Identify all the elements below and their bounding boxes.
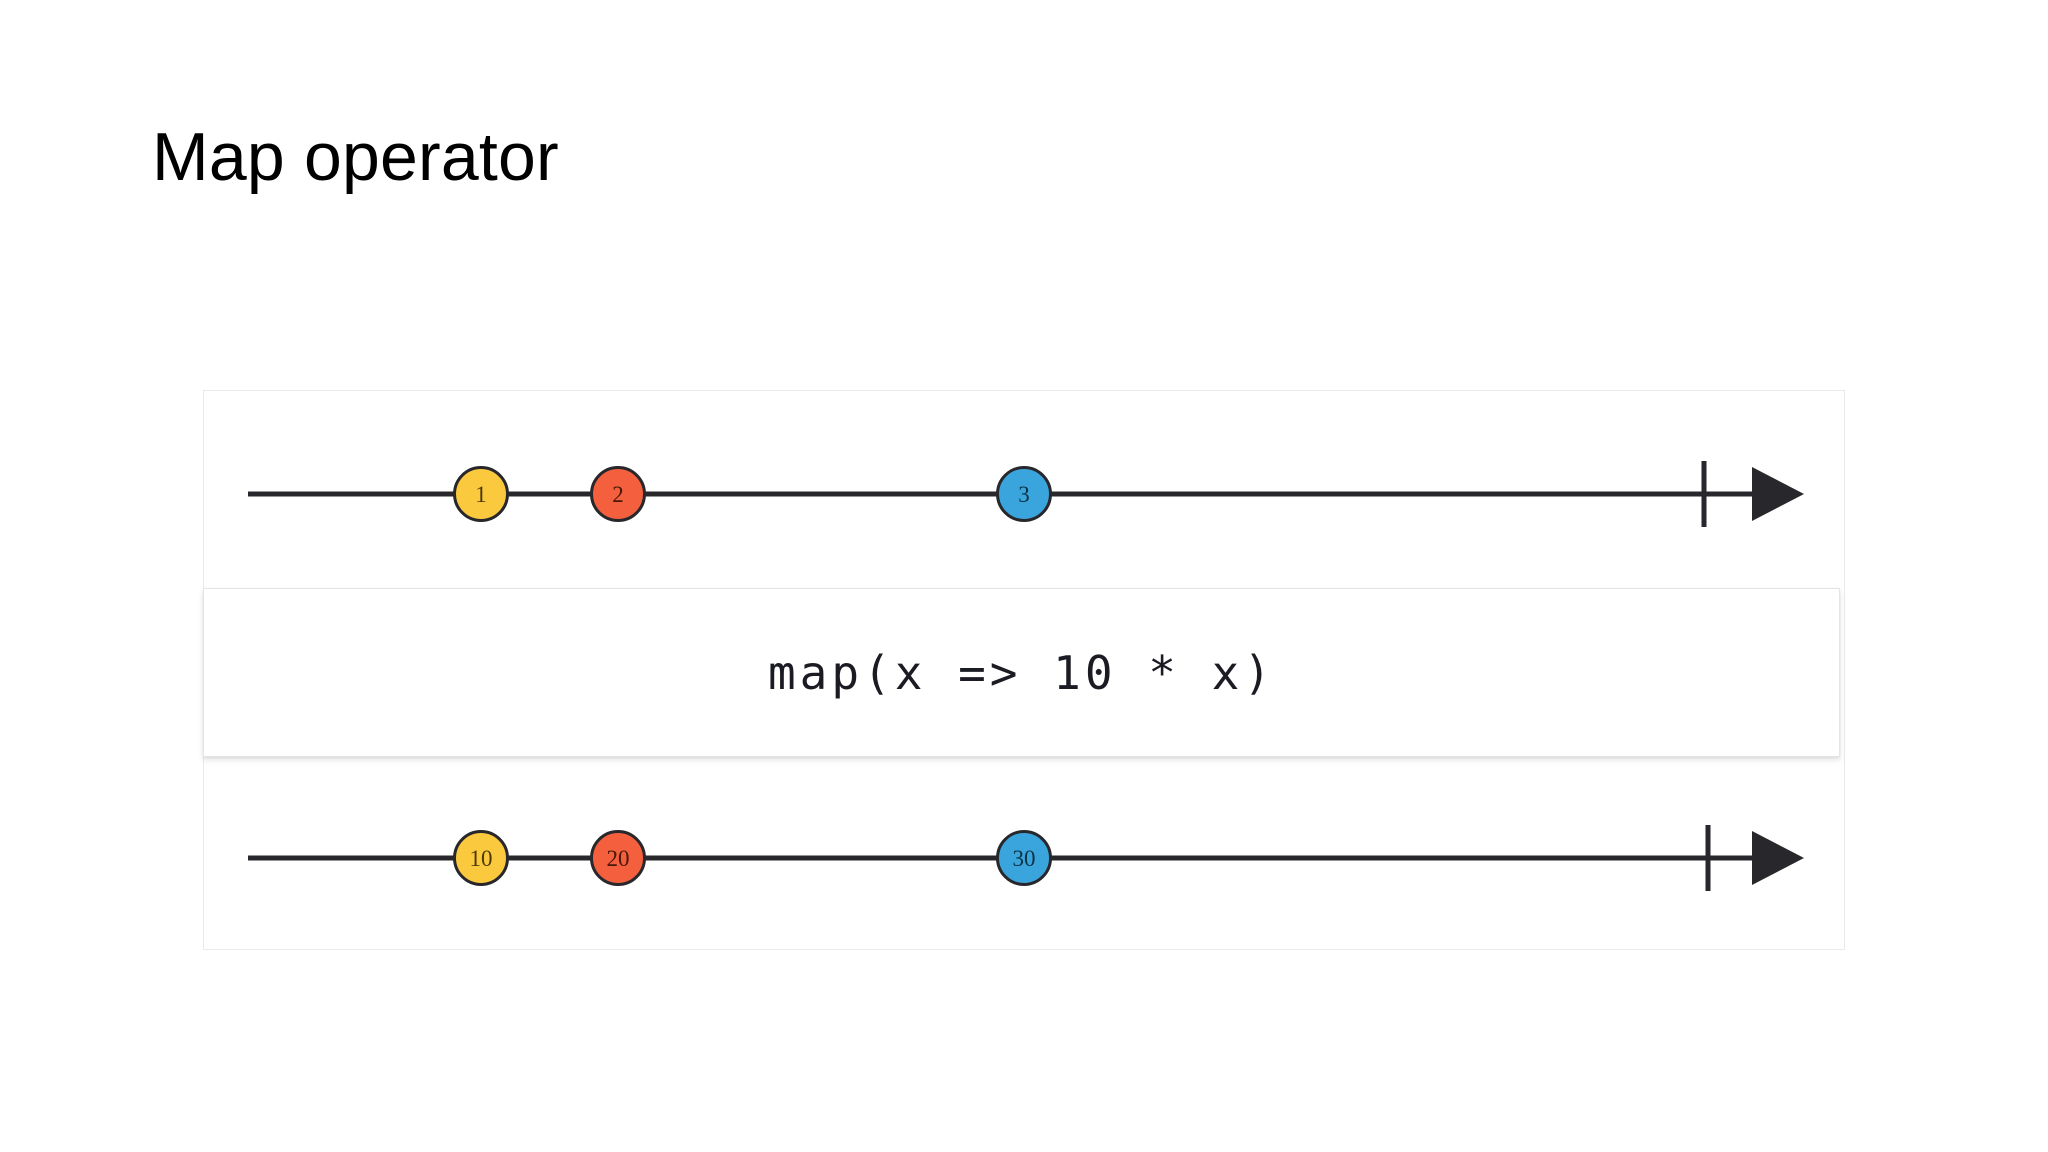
source-marble-1-label: 1 [475, 481, 487, 507]
result-marble-1-label: 10 [469, 845, 493, 871]
result-arrow-head-icon [1752, 831, 1804, 885]
source-marble-1[interactable]: 1 [453, 466, 509, 522]
result-marble-2-label: 20 [606, 845, 630, 871]
result-marble-3-label: 30 [1012, 845, 1036, 871]
page-title: Map operator [152, 119, 559, 195]
result-marble-1[interactable]: 10 [453, 830, 509, 886]
source-arrow-head-icon [1752, 467, 1804, 521]
operator-code-text: map(x => 10 * x) [767, 645, 1276, 700]
map-operator-box: map(x => 10 * x) [203, 588, 1840, 757]
result-observable-timeline: 10 20 30 [204, 783, 1846, 933]
source-marble-2[interactable]: 2 [590, 466, 646, 522]
source-marble-3-label: 3 [1018, 481, 1030, 507]
source-observable-timeline: 1 2 3 [204, 419, 1846, 569]
result-marble-3[interactable]: 30 [996, 830, 1052, 886]
source-marble-2-label: 2 [612, 481, 624, 507]
result-marble-2[interactable]: 20 [590, 830, 646, 886]
source-marble-3[interactable]: 3 [996, 466, 1052, 522]
